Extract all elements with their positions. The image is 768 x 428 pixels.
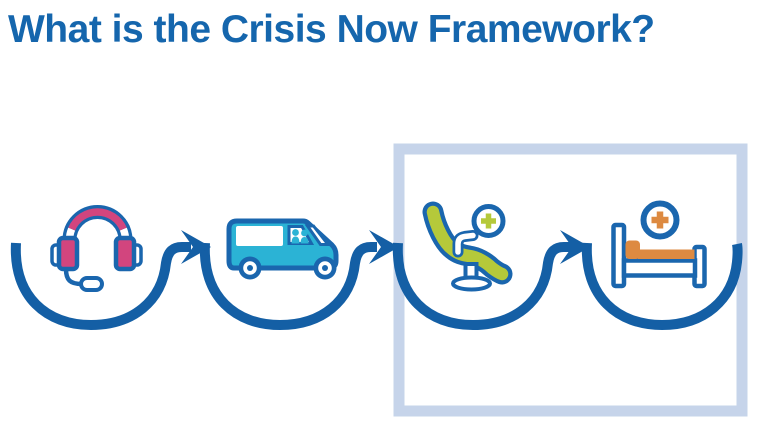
ear-cup-right [113, 235, 137, 272]
van-wheel-front [313, 256, 337, 280]
headset-icon [50, 205, 143, 292]
plus-icon [651, 211, 669, 229]
bed-blanket [638, 249, 695, 259]
van-cargo-panel [236, 226, 283, 246]
arrow-icon [181, 230, 211, 264]
van-wheel-rear [238, 256, 262, 280]
hospital-bed-plus-icon [611, 200, 707, 289]
flow-arc-1 [10, 242, 191, 331]
plus-badge [640, 200, 680, 240]
chair-base [451, 275, 492, 292]
mic-icon [79, 276, 104, 292]
van-passengers [291, 229, 309, 244]
plus-badge [471, 204, 506, 238]
arrow-icon [560, 230, 590, 264]
arrow-icon [369, 230, 399, 264]
headset-band-top [68, 208, 127, 231]
bed-headboard [611, 222, 627, 289]
flow-arc-3 [392, 242, 572, 331]
bed-pillow [625, 240, 640, 259]
flow-arcs [10, 242, 743, 331]
chair-armrest [455, 232, 476, 255]
bed-mattress [621, 258, 698, 278]
highlight-box [393, 143, 748, 417]
flow-arc-2 [199, 242, 377, 331]
van-windshield [304, 224, 332, 246]
ear-cup-left [56, 235, 80, 272]
recliner-chair-plus-icon [422, 201, 513, 292]
page-title: What is the Crisis Now Framework? [8, 8, 655, 51]
flow-arrowheads [181, 230, 590, 264]
flow-arc-4 [581, 242, 743, 331]
plus-icon [481, 213, 496, 229]
chair-seat [426, 205, 509, 281]
van-icon [226, 218, 339, 280]
